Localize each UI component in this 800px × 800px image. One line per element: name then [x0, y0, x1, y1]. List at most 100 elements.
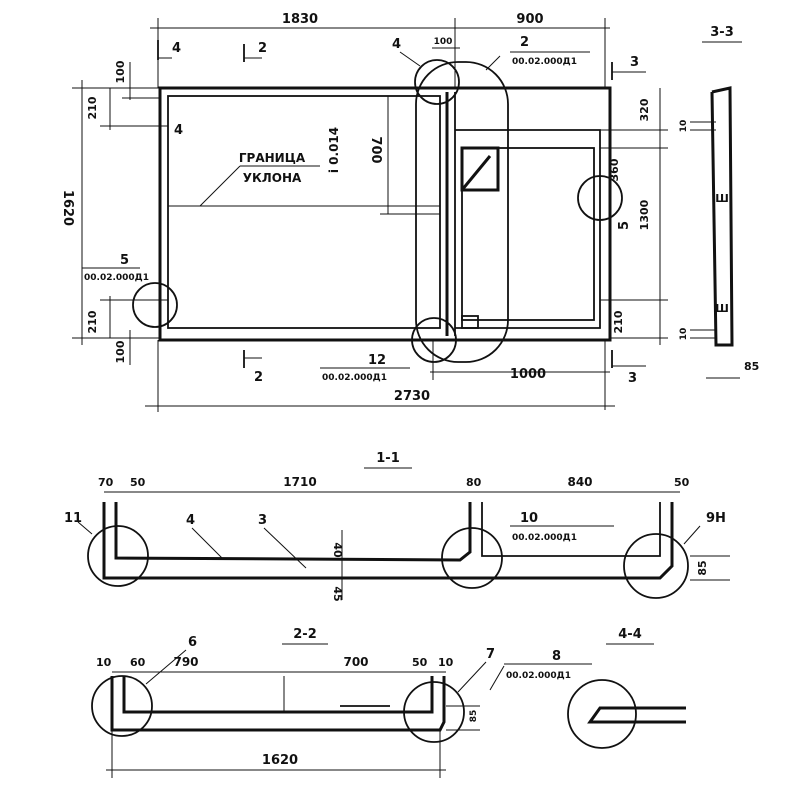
- svg-text:4: 4: [174, 123, 183, 138]
- section-4-4-profile: [587, 706, 686, 724]
- plan-outline: [158, 86, 612, 342]
- section-mark-2-top: 2: [243, 41, 267, 62]
- section-3-3-dim-10-bot: 10: [679, 328, 689, 341]
- section-1-1: 1-1 70 50 1710 80 840 50 40 45 85 11 4 3…: [64, 451, 730, 602]
- callout-4-s11: 4: [186, 513, 195, 528]
- callout-2-ref: 00.02.000Д1: [512, 57, 577, 67]
- dim-210-bot: 210: [86, 310, 99, 333]
- section-3-3-mark-top: Ш: [715, 192, 729, 205]
- s11-dim-40: 40: [331, 542, 344, 558]
- callout-8-num: 8: [552, 649, 561, 664]
- dim-700-inner: 700: [368, 136, 383, 163]
- s11-dim-840: 840: [567, 475, 592, 489]
- callout-7: 7: [486, 647, 495, 662]
- detail-circle-5-right: [577, 175, 623, 221]
- section-mark-4-top: 4: [157, 40, 181, 60]
- section-3-3-profile: [710, 86, 734, 347]
- s22-dim-10-right: 10: [438, 656, 454, 669]
- section-4-4: 4-4 8 00.02.000Д1: [489, 627, 686, 749]
- callout-10-num: 10: [520, 511, 538, 526]
- section-4-4-title: 4-4: [618, 627, 642, 642]
- callout-6: 6: [188, 635, 197, 650]
- dim-1830: 1830: [282, 12, 318, 27]
- detail-circle-5: [132, 282, 178, 328]
- callout-4: 4: [392, 37, 401, 52]
- detail-circle-11: [87, 525, 149, 587]
- section-3-3-mark-bot: Ш: [715, 302, 729, 315]
- callout-3-s11: 3: [258, 513, 267, 528]
- section-1-1-profile-inner: [114, 502, 472, 562]
- section-mark-4-left: 4: [159, 112, 183, 138]
- slope-label-line1: ГРАНИЦА: [239, 151, 306, 165]
- section-mark-2-bottom: 2: [243, 350, 263, 385]
- callout-12-ref: 00.02.000Д1: [322, 373, 387, 383]
- dim-100-bot: 100: [114, 340, 127, 363]
- section-3-3-title: 3-3: [710, 25, 734, 40]
- callout-8-ref: 00.02.000Д1: [506, 671, 571, 681]
- detail-circle-6: [91, 675, 153, 737]
- section-1-1-title: 1-1: [376, 451, 400, 466]
- section-mark-3-bottom: 3: [611, 350, 646, 386]
- callout-5-ref: 00.02.000Д1: [84, 273, 149, 283]
- s22-dim-50: 50: [412, 656, 428, 669]
- section-3-3-dim-85: 85: [744, 360, 759, 373]
- callout-11: 11: [64, 511, 82, 526]
- detail-circle-10: [441, 527, 503, 589]
- callout-5-right: 5: [617, 221, 632, 230]
- dim-2730: 2730: [394, 389, 430, 404]
- dim-100-small: 100: [434, 37, 453, 47]
- callout-5-num: 5: [120, 253, 129, 268]
- dim-900: 900: [516, 12, 543, 27]
- section-3-3-dim-10-top: 10: [679, 120, 689, 133]
- section-1-1-profile-outer: [102, 502, 674, 580]
- detail-outline-2: [415, 61, 509, 363]
- dim-210-right: 210: [612, 310, 625, 333]
- s11-dim-85: 85: [696, 560, 709, 575]
- dim-1300: 1300: [638, 199, 651, 230]
- detail-circle-4: [414, 59, 460, 105]
- svg-text:2: 2: [254, 370, 263, 385]
- s11-dim-45: 45: [331, 586, 344, 601]
- svg-text:4: 4: [172, 41, 181, 56]
- detail-circle-12: [411, 317, 457, 363]
- s22-dim-700: 700: [343, 655, 368, 669]
- s22-dim-10-left: 10: [96, 656, 112, 669]
- svg-text:3: 3: [628, 371, 637, 386]
- detail-circle-8: [567, 679, 637, 749]
- plan-view: 1830 900 1620 210 100 210 100 700 ГРАНИЦ…: [60, 12, 668, 412]
- detail-circle-7: [403, 681, 465, 743]
- dim-320: 320: [638, 98, 651, 121]
- left-compartment: [167, 95, 441, 329]
- s22-dim-790: 790: [173, 655, 198, 669]
- callout-9n: 9Н: [706, 511, 726, 526]
- section-mark-3-top: 3: [611, 55, 646, 80]
- svg-text:2: 2: [258, 41, 267, 56]
- right-compartment: [455, 129, 601, 329]
- dim-360: 360: [608, 158, 621, 181]
- s11-dim-50-left: 50: [130, 476, 146, 489]
- detail-circle-9n: [623, 533, 689, 599]
- section-2-2-title: 2-2: [293, 627, 317, 642]
- s22-dim-60: 60: [130, 656, 146, 669]
- s11-dim-1710: 1710: [283, 475, 316, 489]
- dim-100-top: 100: [114, 60, 127, 83]
- callout-12-num: 12: [368, 353, 386, 368]
- dim-1000: 1000: [510, 367, 546, 382]
- slope-value: i 0.014: [327, 127, 341, 173]
- s11-dim-80: 80: [466, 476, 482, 489]
- dim-1620-left: 1620: [60, 190, 75, 226]
- slope-label-line2: УКЛОНА: [243, 171, 302, 185]
- section-3-3: 3-3 10 Ш Ш 10 85: [679, 25, 759, 379]
- s22-dim-85: 85: [469, 710, 479, 723]
- callout-10-ref: 00.02.000Д1: [512, 533, 577, 543]
- section-2-2-profile-inner: [122, 676, 434, 714]
- section-2-2-profile-outer: [110, 676, 446, 732]
- s11-dim-50-right: 50: [674, 476, 690, 489]
- corner-block: [460, 146, 500, 192]
- s22-dim-1620: 1620: [262, 753, 298, 768]
- svg-text:3: 3: [630, 55, 639, 70]
- s11-dim-70: 70: [98, 476, 114, 489]
- section-2-2: 2-2 10 60 790 700 50 10 85 1620 6 7: [91, 627, 495, 778]
- dim-210-top: 210: [86, 96, 99, 119]
